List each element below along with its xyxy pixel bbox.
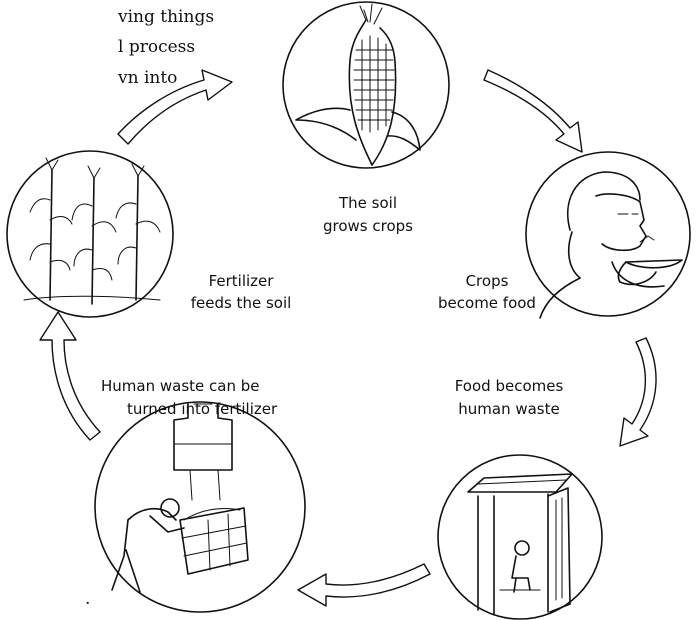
- intro-line-2: l process: [118, 37, 195, 57]
- label-waste-line-1: Food becomes: [455, 377, 564, 395]
- stage-circle-waste: [437, 454, 603, 620]
- label-crops-line-1: The soil: [338, 194, 397, 212]
- arrow-compost-to-fertilizer: [39, 311, 101, 441]
- stage-circle-fertilizer: [6, 150, 174, 318]
- label-food-line-1: Crops: [466, 272, 509, 290]
- stray-mark: .: [85, 589, 90, 609]
- arrow-waste-to-compost: [297, 563, 431, 607]
- label-compost-line-1: Human waste can be: [101, 377, 259, 395]
- corn-cob-icon: [295, 3, 421, 166]
- stage-circle-food: [525, 151, 691, 319]
- label-food-line-2: become food: [438, 294, 536, 312]
- intro-line-3: vn into: [117, 68, 177, 88]
- latrine-icon: [467, 473, 573, 615]
- label-waste-line-2: human waste: [458, 400, 559, 418]
- stage-labels: The soil grows crops Crops become food F…: [101, 194, 563, 418]
- compost-bin-icon: [111, 403, 249, 593]
- intro-text: ving things l process vn into: [117, 7, 214, 88]
- intro-line-1: ving things: [117, 7, 214, 27]
- stage-circle-crops: [282, 1, 450, 169]
- cycle-arrows: [39, 69, 657, 607]
- woman-eating-icon: [539, 171, 683, 319]
- arrow-crops-to-food: [483, 69, 583, 153]
- label-fertilizer-line-1: Fertilizer: [209, 272, 275, 290]
- arrow-fertilizer-to-crops: [117, 69, 233, 145]
- arrow-food-to-waste: [619, 337, 657, 447]
- stage-circle-compost: [94, 401, 306, 613]
- label-compost-line-2: turned into fertilizer: [127, 400, 278, 418]
- label-fertilizer-line-2: feeds the soil: [191, 294, 292, 312]
- corn-plants-icon: [23, 157, 161, 305]
- label-crops-line-2: grows crops: [323, 217, 413, 235]
